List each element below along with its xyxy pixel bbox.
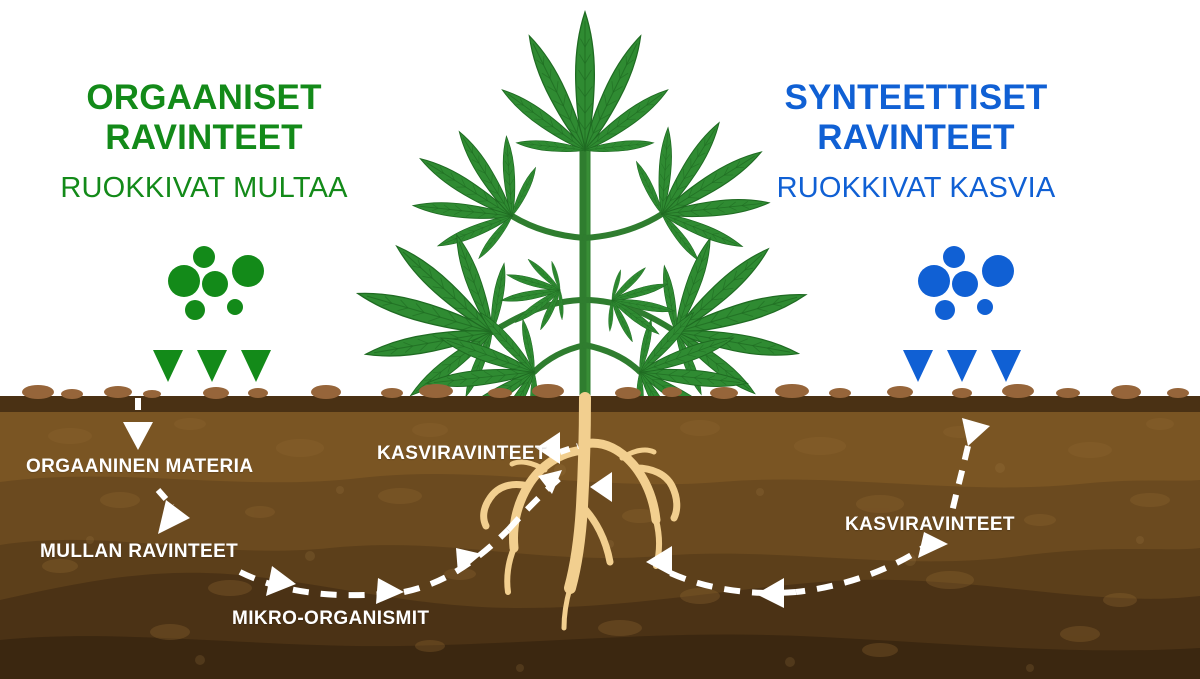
organic-triangle — [241, 350, 271, 382]
synthetic-triangle — [947, 350, 977, 382]
arrowhead-left-3 — [646, 546, 672, 576]
synthetic-triangle — [991, 350, 1021, 382]
synthetic-title-line2: RAVINTEET — [817, 117, 1015, 157]
organic-subtitle: RUOKKIVAT MULTAA — [60, 171, 348, 204]
organic-dot — [202, 271, 228, 297]
arrowhead-down-1 — [123, 422, 153, 450]
organic-flow-arrows — [123, 398, 612, 604]
soil-speckles — [42, 418, 1174, 657]
organic-dot — [168, 265, 200, 297]
arrowhead-left-root-2 — [590, 472, 612, 502]
arrowhead-down-right-1 — [962, 418, 990, 446]
synthetic-dot — [977, 299, 993, 315]
organic-triangle — [197, 350, 227, 382]
organic-dot — [227, 299, 243, 315]
organic-dot — [185, 300, 205, 320]
organic-title: ORGAANISET RAVINTEET — [0, 78, 414, 158]
organic-dot — [232, 255, 264, 287]
plant-roots — [480, 392, 681, 631]
synthetic-dot — [918, 265, 950, 297]
soil-surface-band — [0, 396, 1200, 414]
arrowhead-left-1 — [918, 532, 948, 558]
arrowhead-up-right-1 — [456, 548, 482, 574]
organic-title-line1: ORGAANISET — [86, 78, 322, 117]
arrowhead-up-right-2 — [538, 470, 562, 494]
arrowhead-right-2 — [376, 578, 404, 604]
label-plant-nutrients-right: KASVIRAVINTEET — [845, 514, 1015, 535]
soil-layer-5 — [0, 634, 1200, 679]
surface-pebbles — [22, 384, 1189, 399]
organic-dot — [193, 246, 215, 268]
arrowhead-left-root — [536, 432, 560, 464]
organic-title-line2: RAVINTEET — [105, 117, 303, 157]
cannabis-plant — [334, 12, 829, 451]
synthetic-subtitle: RUOKKIVAT KASVIA — [776, 171, 1056, 204]
synthetic-triangle — [903, 350, 933, 382]
label-organic-matter: ORGAANINEN MATERIA — [26, 456, 254, 477]
arrowhead-left-2 — [756, 578, 784, 608]
synthetic-nutrient-cluster — [903, 246, 1021, 382]
organic-triangle — [153, 350, 183, 382]
synthetic-dot — [935, 300, 955, 320]
arrowhead-right-1 — [266, 566, 296, 596]
label-microorganisms: MIKRO-ORGANISMIT — [232, 608, 430, 629]
synthetic-title-line1: SYNTEETTISET — [784, 78, 1048, 117]
synthetic-title: SYNTEETTISET RAVINTEET — [706, 78, 1126, 158]
synthetic-flow-arrows — [646, 418, 990, 608]
organic-heading-block: ORGAANISET RAVINTEET RUOKKIVAT MULTAA — [0, 78, 414, 205]
organic-nutrient-cluster — [153, 246, 271, 382]
label-plant-nutrients-left: KASVIRAVINTEET — [377, 443, 547, 464]
soil-cross-section — [0, 384, 1200, 679]
synthetic-heading-block: SYNTEETTISET RAVINTEET RUOKKIVAT KASVIA — [706, 78, 1126, 205]
arrowhead-down-2 — [158, 500, 190, 534]
label-soil-nutrients: MULLAN RAVINTEET — [40, 541, 239, 562]
synthetic-dot — [982, 255, 1014, 287]
synthetic-dot — [943, 246, 965, 268]
synthetic-dot — [952, 271, 978, 297]
